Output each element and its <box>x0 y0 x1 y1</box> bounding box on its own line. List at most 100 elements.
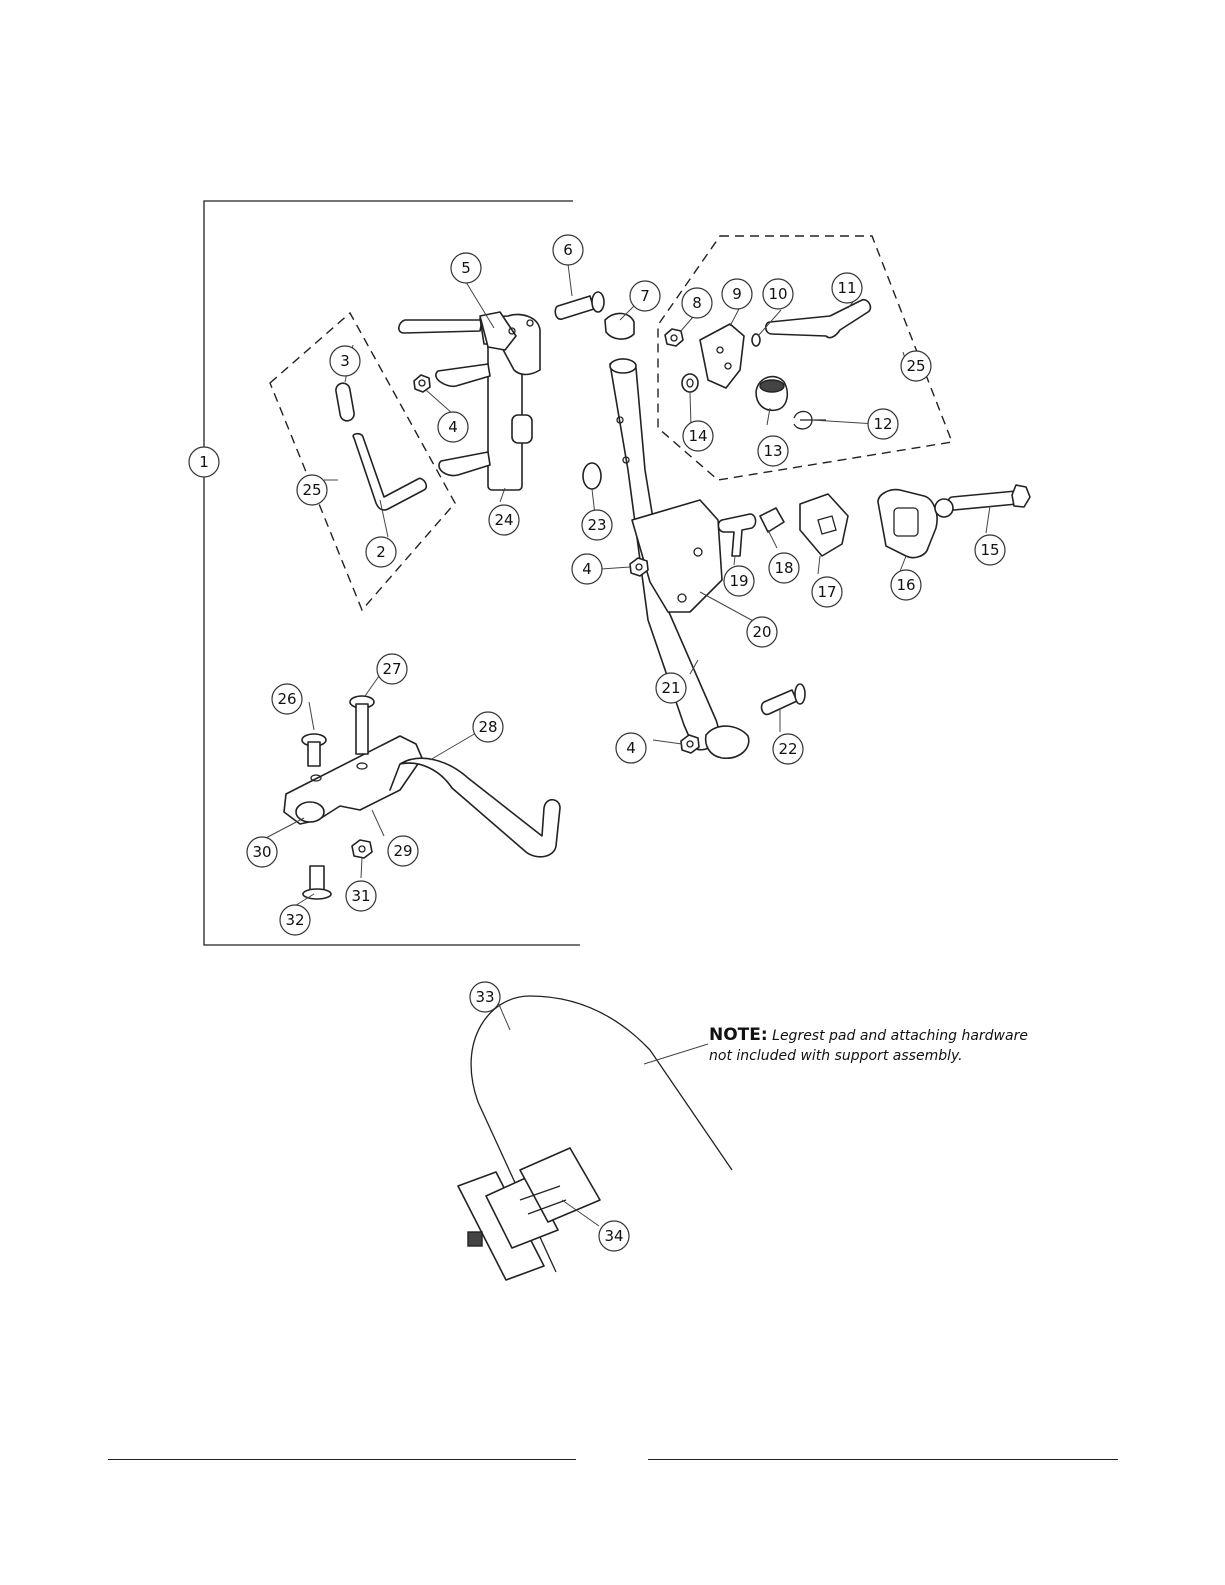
svg-text:30: 30 <box>252 843 271 861</box>
svg-text:31: 31 <box>351 887 370 905</box>
svg-text:9: 9 <box>732 285 742 303</box>
svg-text:4: 4 <box>582 560 592 578</box>
callout-4b: 4 <box>572 554 602 584</box>
svg-text:1: 1 <box>199 453 209 471</box>
svg-text:11: 11 <box>837 279 856 297</box>
knob-part <box>756 377 787 411</box>
rivet-part <box>303 866 331 899</box>
svg-text:5: 5 <box>461 259 471 277</box>
note-text: NOTE: Legrest pad and attaching hardware… <box>709 1025 1029 1066</box>
callout-5: 5 <box>451 253 481 283</box>
svg-text:16: 16 <box>896 576 915 594</box>
callout-28: 28 <box>473 712 503 742</box>
note-label: NOTE: <box>709 1025 768 1045</box>
svg-text:8: 8 <box>692 294 702 312</box>
clamp-lever-part <box>718 514 755 556</box>
callout-18: 18 <box>769 553 799 583</box>
callout-2: 2 <box>366 537 396 567</box>
callout-33: 33 <box>470 982 500 1012</box>
screw-part <box>302 734 326 766</box>
svg-text:28: 28 <box>478 718 497 736</box>
callout-3: 3 <box>330 346 360 376</box>
callout-9: 9 <box>722 279 752 309</box>
tube-cap-part <box>605 313 634 339</box>
svg-text:23: 23 <box>587 516 606 534</box>
callout-4a: 4 <box>438 412 468 442</box>
callout-29: 29 <box>388 836 418 866</box>
callout-15: 15 <box>975 535 1005 565</box>
callout-24: 24 <box>489 505 519 535</box>
svg-text:3: 3 <box>340 352 350 370</box>
svg-text:19: 19 <box>729 572 748 590</box>
svg-text:22: 22 <box>778 740 797 758</box>
hanger-bracket-part <box>399 312 540 490</box>
svg-text:6: 6 <box>563 241 573 259</box>
callout-23: 23 <box>582 510 612 540</box>
svg-text:27: 27 <box>382 660 401 678</box>
callout-8: 8 <box>682 288 712 318</box>
svg-text:7: 7 <box>640 287 650 305</box>
svg-text:12: 12 <box>873 415 892 433</box>
svg-text:34: 34 <box>604 1227 623 1245</box>
callout-30: 30 <box>247 837 277 867</box>
hex-nut-part <box>352 840 372 858</box>
svg-text:4: 4 <box>448 418 458 436</box>
callout-1: 1 <box>189 447 219 477</box>
callout-16: 16 <box>891 570 921 600</box>
callout-4c: 4 <box>616 733 646 763</box>
spacer-part <box>583 463 601 489</box>
pin-part <box>335 382 355 422</box>
svg-text:4: 4 <box>626 739 636 757</box>
callout-27: 27 <box>377 654 407 684</box>
footplate-bracket-part <box>878 490 953 558</box>
svg-text:33: 33 <box>475 988 494 1006</box>
svg-text:17: 17 <box>817 583 836 601</box>
callout-12: 12 <box>868 409 898 439</box>
flip-lever-assembly-part <box>284 736 560 857</box>
footer-rule-right <box>648 1459 1118 1460</box>
pad-mount-part <box>800 494 848 556</box>
callout-20: 20 <box>747 617 777 647</box>
svg-text:18: 18 <box>774 559 793 577</box>
svg-text:24: 24 <box>494 511 513 529</box>
callout-10: 10 <box>763 279 793 309</box>
callout-11: 11 <box>832 273 862 303</box>
svg-text:32: 32 <box>285 911 304 929</box>
svg-text:20: 20 <box>752 623 771 641</box>
callout-7: 7 <box>630 281 660 311</box>
svg-text:13: 13 <box>763 442 782 460</box>
callout-17: 17 <box>812 577 842 607</box>
svg-text:10: 10 <box>768 285 787 303</box>
clevis-pin-part <box>762 684 805 714</box>
svg-text:15: 15 <box>980 541 999 559</box>
callout-19: 19 <box>724 566 754 596</box>
footer-rule-left <box>108 1459 576 1460</box>
callout-26: 26 <box>272 684 302 714</box>
callout-34: 34 <box>599 1221 629 1251</box>
callout-32: 32 <box>280 905 310 935</box>
svg-text:29: 29 <box>393 842 412 860</box>
locknut-part <box>414 375 430 392</box>
svg-text:26: 26 <box>277 690 296 708</box>
svg-text:2: 2 <box>376 543 386 561</box>
svg-text:21: 21 <box>661 679 680 697</box>
callout-25b: 25 <box>901 351 931 381</box>
hex-bolt-part <box>948 485 1030 510</box>
pivot-pin-part <box>555 292 604 319</box>
callout-31: 31 <box>346 881 376 911</box>
bushing-part <box>760 508 784 532</box>
callout-21: 21 <box>656 673 686 703</box>
svg-text:25: 25 <box>302 481 321 499</box>
callout-6: 6 <box>553 235 583 265</box>
lever-pin-part <box>353 434 426 510</box>
svg-text:25: 25 <box>906 357 925 375</box>
callout-22: 22 <box>773 734 803 764</box>
washer-part <box>682 374 698 392</box>
latch-plate-part <box>700 324 744 388</box>
callout-14: 14 <box>683 421 713 451</box>
callout-13: 13 <box>758 436 788 466</box>
callout-25a: 25 <box>297 475 327 505</box>
locknut-part-3 <box>681 735 699 753</box>
